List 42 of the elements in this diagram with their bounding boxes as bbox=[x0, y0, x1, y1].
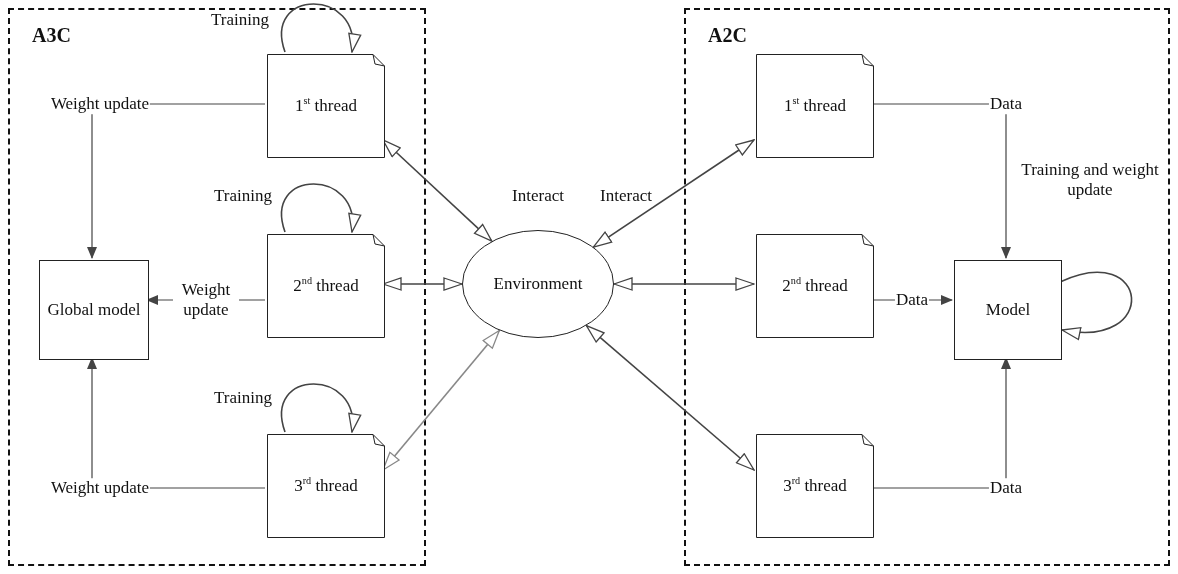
ellipse-node bbox=[462, 230, 614, 338]
dashed-group-frame bbox=[8, 8, 426, 566]
node-label: 1$^{st}$ thread bbox=[294, 95, 358, 117]
node-label: 3$^{rd}$ thread bbox=[293, 475, 359, 497]
document-box bbox=[756, 234, 874, 338]
node-label: 1$^{st}$ thread bbox=[783, 95, 847, 117]
group-title: A3C bbox=[32, 24, 71, 47]
double-arrow bbox=[613, 277, 755, 291]
document-box bbox=[267, 54, 385, 158]
arrow bbox=[146, 295, 266, 305]
node-label: 2$^{nd}$ thread bbox=[292, 275, 360, 297]
process-box bbox=[39, 260, 149, 360]
double-arrow bbox=[592, 139, 755, 248]
document-box bbox=[267, 234, 385, 338]
loop-arrow bbox=[280, 183, 360, 233]
arrow bbox=[87, 103, 266, 259]
arrow bbox=[871, 103, 1011, 259]
node-label: Model bbox=[984, 299, 1032, 321]
node-label: Environment bbox=[492, 273, 584, 295]
group-title: A2C bbox=[708, 24, 747, 47]
note-text: Training and weight update bbox=[1020, 160, 1160, 200]
double-arrow bbox=[382, 139, 493, 242]
process-box bbox=[954, 260, 1062, 360]
document-box bbox=[756, 54, 874, 158]
loop-arrow bbox=[280, 3, 360, 53]
double-arrow bbox=[585, 324, 755, 471]
arrow bbox=[871, 295, 953, 305]
dashed-group-frame bbox=[684, 8, 1170, 566]
loop-arrow bbox=[280, 383, 360, 433]
node-label: 3$^{rd}$ thread bbox=[782, 475, 848, 497]
document-box bbox=[756, 434, 874, 538]
document-box bbox=[267, 434, 385, 538]
edge-label: Weight update bbox=[173, 280, 239, 320]
edge-label: Weight update bbox=[49, 94, 151, 114]
edge-label: Weight update bbox=[49, 478, 151, 498]
arrow bbox=[87, 357, 266, 489]
double-arrow bbox=[382, 329, 501, 471]
arrow bbox=[871, 357, 1011, 489]
double-arrow bbox=[382, 277, 463, 291]
loop-arrow bbox=[1059, 271, 1133, 339]
node-label: Global model bbox=[46, 299, 142, 321]
node-label: 2$^{nd}$ thread bbox=[781, 275, 849, 297]
